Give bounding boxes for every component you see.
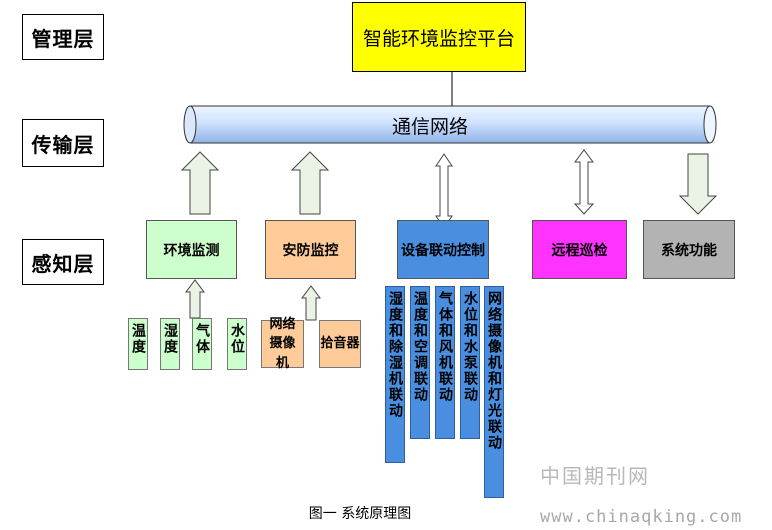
linkage-waterlevel-pump: 水位和水泵联动 — [460, 286, 480, 439]
linkage-camera-light: 网络摄像机和灯光联动 — [484, 286, 504, 498]
module-linkage-control: 设备联动控制 — [397, 220, 489, 279]
layer-label-perception: 感知层 — [22, 239, 104, 285]
layer-label-management: 管理层 — [22, 14, 104, 60]
linkage-gas-fan: 气体和风机联动 — [435, 286, 455, 439]
arrow-security-up — [290, 151, 330, 215]
linkage-humidity-dehumidifier: 湿度和除湿机联动 — [385, 286, 405, 463]
module-system-function: 系统功能 — [643, 220, 735, 279]
arrow-linkage-both — [435, 153, 453, 229]
device-network-camera: 网络摄像机 — [261, 317, 304, 371]
arrow-devices-up — [301, 285, 321, 321]
device-pickup: 拾音器 — [319, 320, 361, 368]
arrow-env-up — [180, 151, 220, 215]
module-remote-inspection: 远程巡检 — [532, 220, 627, 279]
module-env-monitor: 环境监测 — [146, 220, 237, 279]
network-label: 通信网络 — [391, 115, 468, 138]
sensor-humidity: 湿度 — [160, 318, 180, 370]
arrow-sensors-up — [185, 279, 205, 319]
linkage-temperature-aircon: 温度和空调联动 — [410, 286, 430, 439]
module-security-monitor: 安防监控 — [265, 220, 356, 279]
arrow-remote-both — [573, 149, 595, 215]
watermark-chinese: 中国期刊网 — [540, 464, 650, 488]
sensor-temperature: 温度 — [128, 318, 148, 370]
layer-label-transport: 传输层 — [22, 119, 104, 167]
arrow-system-down — [678, 153, 718, 215]
network-pipe — [183, 105, 717, 144]
sensor-gas: 气体 — [192, 318, 212, 370]
platform-box: 智能环境监控平台 — [352, 2, 526, 72]
sensor-water-level: 水位 — [227, 318, 247, 370]
figure-caption: 图一 系统原理图 — [308, 506, 412, 522]
watermark-url: www.chinaqking.com — [540, 507, 743, 527]
